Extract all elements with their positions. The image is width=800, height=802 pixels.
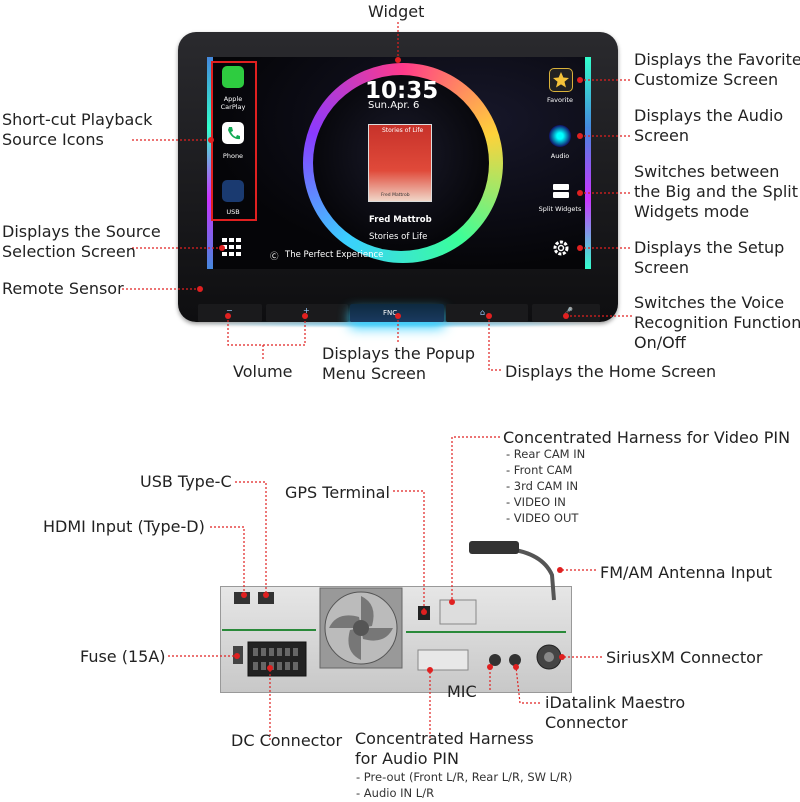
footer-text: The Perfect Experience: [285, 250, 384, 260]
label-source-1: Displays the Source: [2, 222, 161, 241]
volume-down-button[interactable]: [198, 304, 262, 322]
label-popup-2: Menu Screen: [322, 364, 427, 383]
label-idatalink-2: Connector: [545, 713, 628, 732]
label-audio-harness-2: for Audio PIN: [355, 749, 459, 768]
bottom-glow: [200, 320, 600, 328]
clock-time: 10:35: [365, 78, 439, 104]
label-usb: USB Type-C: [140, 472, 232, 491]
screen-edge-left: [207, 57, 213, 269]
carplay-label: Apple CarPlay: [220, 95, 246, 111]
label-gps: GPS Terminal: [285, 483, 390, 502]
split-widgets-icon[interactable]: [550, 180, 572, 202]
volume-up-button[interactable]: [266, 304, 348, 322]
label-fuse: Fuse (15A): [80, 647, 166, 666]
label-voice-3: On/Off: [634, 333, 686, 352]
fnc-button[interactable]: [350, 304, 444, 322]
touch-screen: AM: [207, 57, 591, 269]
phone-icon[interactable]: [222, 122, 244, 144]
label-volume: Volume: [233, 362, 293, 381]
label-setup-1: Displays the Setup: [634, 238, 785, 257]
video-item-video-out: - VIDEO OUT: [506, 511, 579, 525]
label-split-3: Widgets mode: [634, 202, 750, 221]
home-icon: ⌂: [480, 308, 486, 317]
label-favorite-1: Displays the Favorite: [634, 50, 800, 69]
label-setup-2: Screen: [634, 258, 690, 277]
phone-label: Phone: [222, 152, 244, 160]
track-song: Stories of Life: [369, 232, 428, 242]
label-video-harness: Concentrated Harness for Video PIN: [503, 428, 791, 447]
album-art-artist: Fred Mattrob: [381, 193, 410, 198]
label-audio-harness-1: Concentrated Harness: [355, 729, 534, 748]
label-remote-sensor: Remote Sensor: [2, 279, 124, 298]
volume-plus-glyph: +: [303, 306, 310, 315]
screen-edge-right: [585, 57, 591, 269]
album-art: [368, 124, 432, 202]
split-widgets-label: Split Widgets: [538, 205, 582, 213]
carplay-icon[interactable]: [222, 66, 244, 88]
clock-date: Sun.Apr. 6: [368, 100, 420, 111]
track-artist: Fred Mattrob: [369, 215, 432, 225]
footer-logo-icon: Ⓒ: [270, 252, 279, 262]
volume-minus-glyph: −: [226, 306, 233, 315]
video-item-front-cam: - Front CAM: [506, 463, 573, 477]
audio-item-preout: - Pre-out (Front L/R, Rear L/R, SW L/R): [356, 770, 573, 784]
label-voice-1: Switches the Voice: [634, 293, 785, 312]
favorite-icon[interactable]: [549, 68, 573, 92]
label-audio-1: Displays the Audio: [634, 106, 784, 125]
video-item-video-in: - VIDEO IN: [506, 495, 566, 509]
usb-icon[interactable]: [222, 180, 244, 202]
label-shortcut-2: Source Icons: [2, 130, 104, 149]
label-voice-2: Recognition Function: [634, 313, 800, 332]
label-shortcut-1: Short-cut Playback: [2, 110, 153, 129]
label-popup-1: Displays the Popup: [322, 344, 476, 363]
label-siriusxm: SiriusXM Connector: [606, 648, 763, 667]
label-widget: Widget: [368, 2, 425, 21]
label-source-2: Selection Screen: [2, 242, 136, 261]
album-art-title: Stories of Life: [382, 127, 424, 134]
audio-label: Audio: [550, 152, 570, 160]
favorite-label: Favorite: [547, 96, 573, 104]
setup-gear-icon[interactable]: [550, 237, 572, 259]
label-mic: MIC: [447, 682, 477, 701]
audio-icon[interactable]: [549, 125, 571, 147]
home-button[interactable]: [446, 304, 528, 322]
fnc-label: FNC: [383, 309, 398, 317]
video-item-3rd-cam: - 3rd CAM IN: [506, 479, 579, 493]
label-fm-am: FM/AM Antenna Input: [600, 563, 773, 582]
label-favorite-2: Customize Screen: [634, 70, 779, 89]
video-item-rear-cam: - Rear CAM IN: [506, 447, 586, 461]
label-hdmi: HDMI Input (Type-D): [43, 517, 205, 536]
label-split-2: the Big and the Split: [634, 182, 799, 201]
label-dc: DC Connector: [231, 731, 343, 750]
audio-item-audio-in: - Audio IN L/R: [356, 786, 435, 800]
label-idatalink-1: iDatalink Maestro: [545, 693, 686, 712]
microphone-icon: 🎤: [563, 307, 573, 316]
label-split-1: Switches between: [634, 162, 780, 181]
usb-label: USB: [226, 208, 240, 216]
label-home: Displays the Home Screen: [505, 362, 717, 381]
label-audio-2: Screen: [634, 126, 690, 145]
